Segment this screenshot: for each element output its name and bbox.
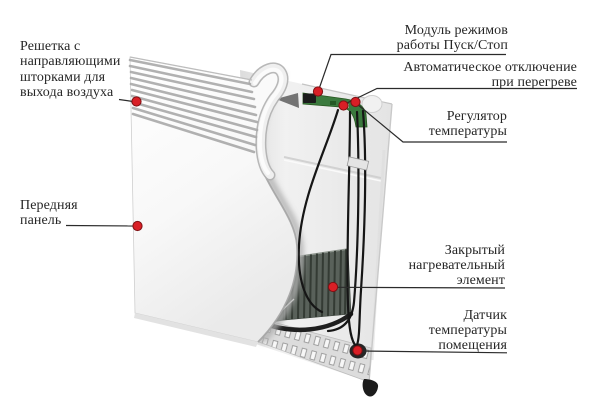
label-line: выхода воздуха xyxy=(20,85,114,101)
front-panel-top-edge xyxy=(129,56,253,81)
label-line: Датчик xyxy=(463,308,507,323)
marker-air-grille xyxy=(131,96,142,107)
label-line: Регулятор xyxy=(446,109,507,124)
leader-heating-element xyxy=(335,286,506,289)
label-line: элемент xyxy=(456,272,505,288)
label-line: Закрытый xyxy=(444,243,505,258)
label-line: Автоматическое отключение xyxy=(403,60,577,75)
front-panel-bottom-face xyxy=(134,313,258,347)
panel-notch-shadow xyxy=(276,93,299,108)
label-line: направляющими xyxy=(20,54,121,70)
label-front-panel: Передняя панель xyxy=(20,198,78,229)
marker-heating-element xyxy=(327,281,339,293)
label-line: Передняя xyxy=(20,198,78,213)
marker-dots xyxy=(131,86,363,356)
start-stop-switch xyxy=(303,93,316,103)
marker-room-sensor xyxy=(352,345,363,356)
leader-front-panel xyxy=(65,224,135,227)
label-line: шторками для xyxy=(20,69,106,85)
thermostat-knob xyxy=(361,95,383,113)
marker-auto-shutoff xyxy=(338,100,349,111)
caster-foot xyxy=(362,379,379,397)
label-mode-module: Модуль режимов работы Пуск/Стоп xyxy=(330,23,508,54)
marker-front-panel xyxy=(132,220,143,232)
label-line: помещения xyxy=(438,337,507,353)
label-room-sensor: Датчик температуры помещения xyxy=(330,308,507,353)
leader-room-sensor xyxy=(359,350,508,354)
label-line: температуры xyxy=(428,123,507,139)
right-edge xyxy=(368,103,393,383)
label-line: при перегреве xyxy=(491,74,577,90)
pcb-component xyxy=(330,101,336,105)
marker-mode-module xyxy=(312,86,324,97)
label-line: работы Пуск/Стоп xyxy=(396,37,508,53)
label-line: Модуль режимов xyxy=(404,23,508,38)
label-line: панель xyxy=(20,213,62,229)
label-heating-element: Закрытый нагревательный элемент xyxy=(330,243,505,288)
label-line: нагревательный xyxy=(408,257,505,273)
label-auto-shutoff: Автоматическое отключение при перегреве xyxy=(330,60,577,91)
label-line: Решетка с xyxy=(20,39,81,54)
marker-temp-regulator xyxy=(350,96,361,108)
leader-air-grille xyxy=(118,98,134,103)
label-temp-regulator: Регулятор температуры xyxy=(330,109,507,140)
label-line: температуры xyxy=(428,322,507,338)
leader-temp-regulator xyxy=(356,103,507,143)
label-air-grille: Решетка с направляющими шторками для вых… xyxy=(20,39,120,101)
curled-panel-edge xyxy=(248,62,289,181)
top-outlet-grille xyxy=(128,58,259,154)
cable-clamp xyxy=(346,156,370,171)
leader-mode-module xyxy=(318,53,506,90)
